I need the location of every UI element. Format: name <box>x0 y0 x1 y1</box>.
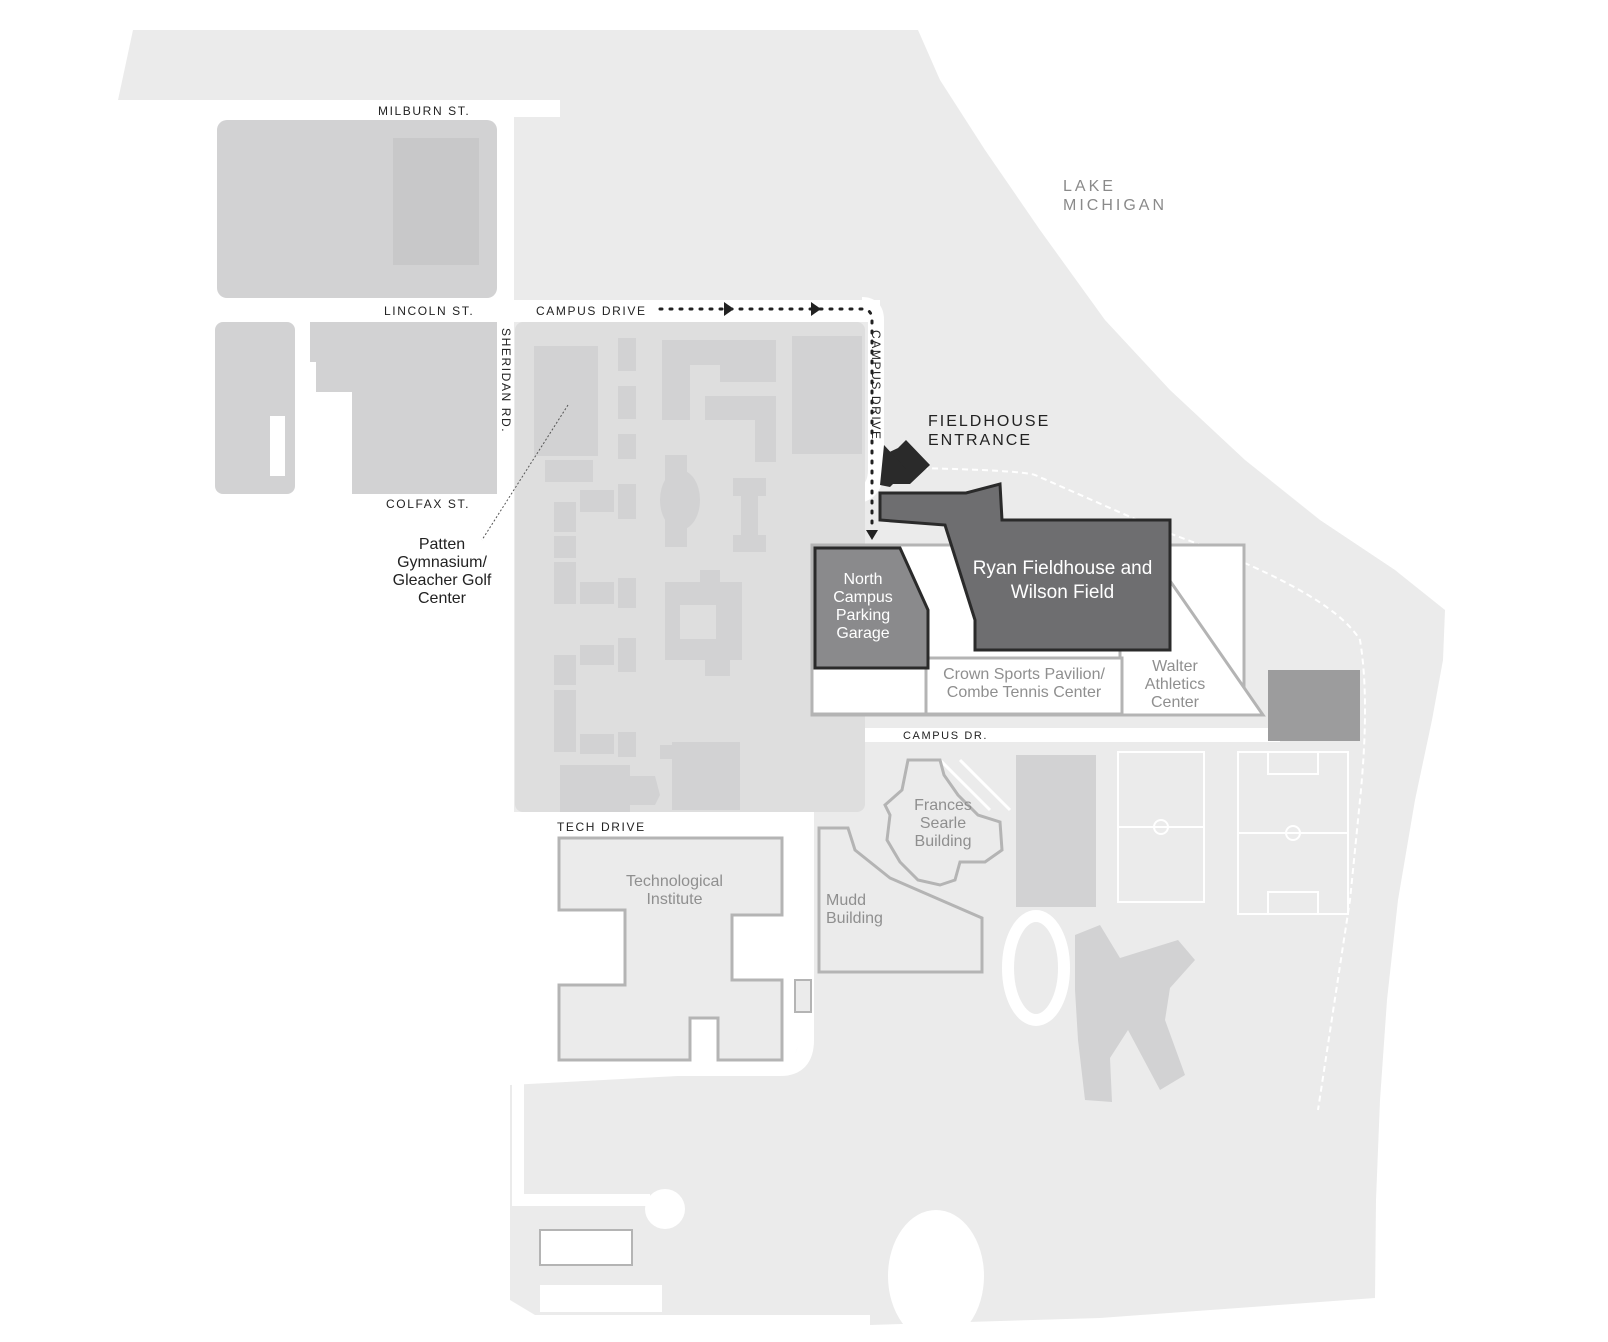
tech-annex <box>794 979 812 1013</box>
central-block <box>515 322 865 812</box>
tech-institute-label: Technological Institute <box>626 873 723 908</box>
lakefill-path <box>911 467 1366 1111</box>
tech-cul-de-sac <box>645 1189 685 1229</box>
stadium-stands <box>1016 755 1096 907</box>
ryan-fieldhouse-shape <box>878 482 1172 652</box>
campus-drive-top-label: CAMPUS DRIVE <box>536 304 647 318</box>
lake-name-line1: LAKE <box>1063 178 1116 195</box>
white-notch <box>270 416 285 476</box>
sports-fields <box>1117 751 1349 915</box>
walter-athletics-label: Walter Athletics Center <box>1144 658 1206 711</box>
highlight-building-east <box>1268 670 1360 741</box>
tech-institute-outline <box>557 836 784 1062</box>
patten-gym-label: Patten Gymnasium/ Gleacher Golf Center <box>392 536 492 607</box>
campus-dr-label: CAMPUS DR. <box>903 730 989 742</box>
route-arrow-3 <box>866 530 878 540</box>
tech-drive-street <box>510 812 810 826</box>
entrance-arrow-head <box>880 445 907 487</box>
ryan-fieldhouse-label: Ryan Fieldhouse and Wilson Field <box>972 558 1153 603</box>
block-milburn-lincoln-inner <box>393 138 479 265</box>
sheridan-road-label: SHERIDAN RD. <box>499 328 513 434</box>
drive-loop <box>1002 910 1070 1026</box>
milburn-street <box>110 100 560 117</box>
lincoln-street <box>200 300 880 322</box>
crown-pavilion-label: Crown Sports Pavilion/ Combe Tennis Cent… <box>943 666 1105 701</box>
milburn-street-label: MILBURN ST. <box>378 104 471 118</box>
southwest-lot-2 <box>540 1285 662 1312</box>
route-path <box>658 307 874 532</box>
walkway-lines <box>938 758 1012 812</box>
parking-garage-shape <box>813 546 930 670</box>
southwest-lot <box>539 1229 633 1266</box>
block-lincoln-colfax-east <box>310 322 497 494</box>
sheridan-road <box>500 110 514 820</box>
frances-searle-outline <box>883 758 1004 887</box>
patten-leader-line <box>481 404 569 541</box>
campus-drive-vertical-label: CAMPUS DRIVE <box>869 330 883 441</box>
entrance-label-line1: FIELDHOUSE <box>928 413 1051 430</box>
mudd-building-outline <box>817 826 984 974</box>
lake-name-line2: MICHIGAN <box>1063 197 1167 214</box>
south-loop <box>888 1210 984 1342</box>
campus-dr-street <box>800 728 1280 742</box>
star-building <box>1075 925 1195 1102</box>
tech-loop-road <box>512 1075 650 1206</box>
central-buildings <box>534 336 862 812</box>
mudd-building-label: Mudd Building <box>826 892 883 927</box>
route-arrow-2 <box>811 302 821 316</box>
tech-drive-label: TECH DRIVE <box>557 820 646 834</box>
lincoln-street-label: LINCOLN ST. <box>384 304 475 318</box>
entrance-label-line2: ENTRANCE <box>928 432 1033 449</box>
parking-garage-label: North Campus Parking Garage <box>833 571 893 642</box>
route-arrow-1 <box>724 302 734 316</box>
colfax-street-label: COLFAX ST. <box>386 497 471 511</box>
frances-searle-label: Frances Searle Building <box>914 797 972 850</box>
